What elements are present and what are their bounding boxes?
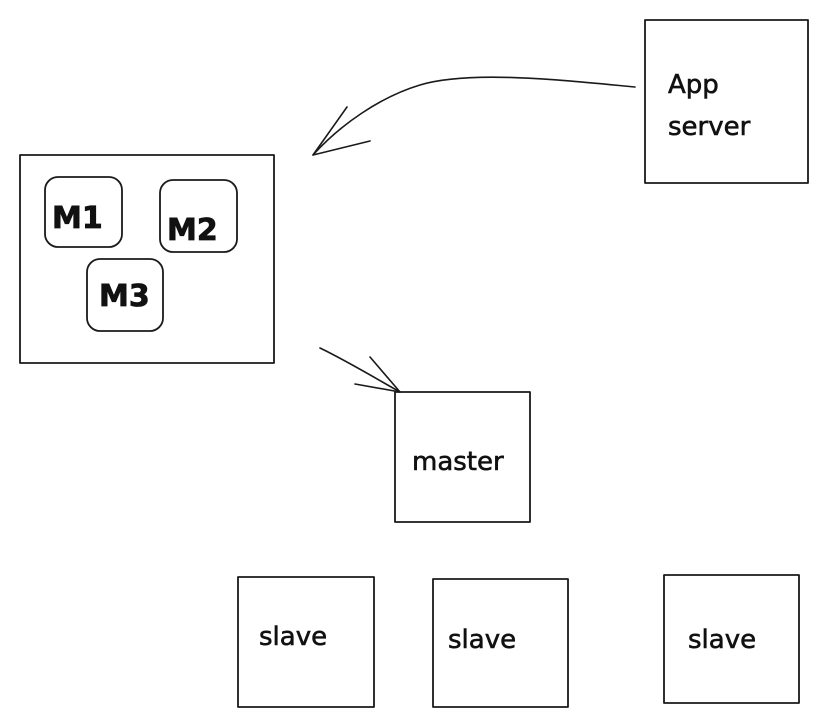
app-server-box (644, 19, 809, 184)
app-server-label-line-2: server (668, 112, 751, 142)
m2-label: M2 (167, 213, 218, 248)
slave-label-2: slave (448, 625, 516, 655)
m1-box (44, 176, 123, 248)
master-node[interactable]: master (394, 391, 531, 523)
edge-app-server-to-cluster (312, 76, 636, 156)
slave-label-3: slave (688, 625, 756, 655)
slave-box-1 (237, 576, 375, 708)
master-label: master (412, 447, 504, 477)
m1-node[interactable]: M1 (44, 176, 123, 248)
arrow-head (312, 106, 371, 156)
slave-node-1[interactable]: slave (237, 576, 375, 708)
arrow-shaft (319, 347, 401, 393)
m3-box (86, 258, 164, 332)
app-server-node[interactable]: App server (644, 19, 809, 184)
m2-box (159, 179, 238, 253)
slave-box-2 (432, 578, 569, 708)
cluster-box (19, 154, 275, 364)
arrow-head (354, 356, 401, 393)
m3-node[interactable]: M3 (86, 258, 164, 332)
m2-node[interactable]: M2 (159, 179, 238, 253)
slave-label-1: slave (259, 622, 327, 652)
edge-cluster-to-master (319, 347, 401, 393)
master-box (394, 391, 531, 523)
cluster-node[interactable]: M1 M2 M3 (19, 154, 275, 364)
slave-box-3 (663, 574, 800, 704)
app-server-label-line-1: App (668, 70, 719, 100)
arrow-shaft (312, 76, 636, 156)
slave-node-3[interactable]: slave (663, 574, 800, 704)
m1-label: M1 (52, 201, 103, 236)
slave-node-2[interactable]: slave (432, 578, 569, 708)
m3-label: M3 (99, 279, 150, 314)
